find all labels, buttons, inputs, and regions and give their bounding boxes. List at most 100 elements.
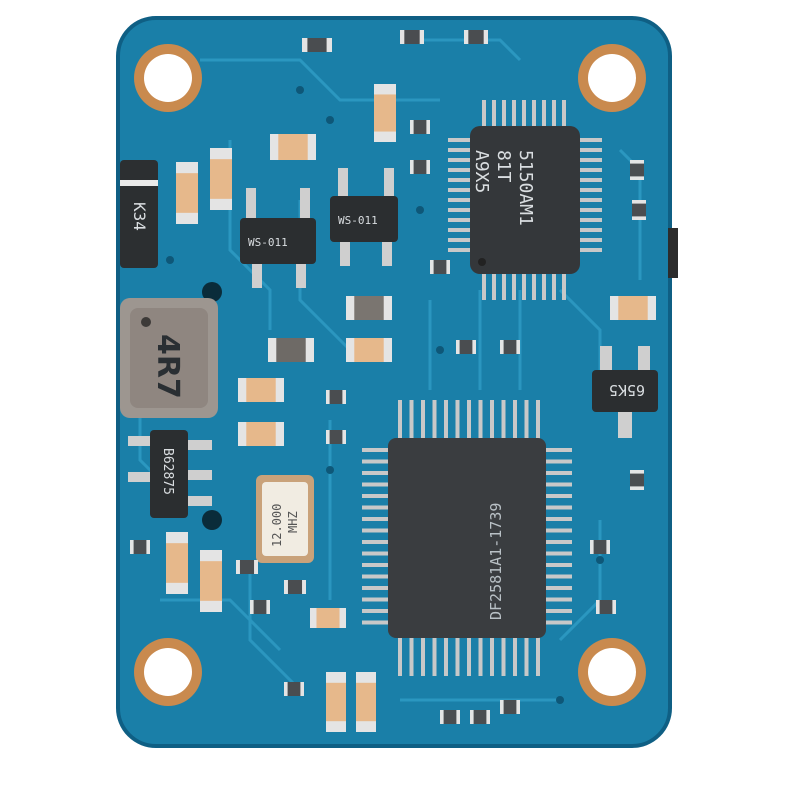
smd-part <box>470 710 490 724</box>
small-hole <box>202 510 222 530</box>
ic-pin <box>409 636 414 676</box>
ic-pin <box>478 400 483 440</box>
smd-part <box>410 160 430 174</box>
inductor-marking: 4R7 <box>150 334 185 399</box>
smd-part <box>250 600 270 614</box>
smd-part <box>430 260 450 274</box>
ic-pin <box>362 494 390 498</box>
smd-part <box>238 422 284 446</box>
smd-part <box>270 134 316 160</box>
smd-part <box>310 608 346 628</box>
ic-pin <box>362 609 390 613</box>
smd-part <box>590 540 610 554</box>
ic-pin <box>544 574 572 579</box>
ic-pin <box>421 400 425 440</box>
ic-pin <box>544 551 572 556</box>
ic-pin <box>455 400 460 440</box>
diode: K34 <box>120 160 158 268</box>
smd-part <box>346 338 392 362</box>
smd-part <box>284 580 306 594</box>
ic-pin <box>544 459 572 464</box>
small-hole <box>202 282 222 302</box>
ic-pin <box>362 551 390 556</box>
mounting-hole-bottom-left <box>134 638 202 706</box>
smd-part <box>166 532 188 594</box>
main-ic-chip: DF2581A1-1739 <box>362 400 572 676</box>
ic-pin <box>362 540 390 544</box>
ic-pin <box>544 609 572 613</box>
ic-pin <box>544 620 572 625</box>
ic-pin <box>536 400 540 440</box>
smd-part <box>500 700 520 714</box>
crystal-oscillator: 12.000 MHZ <box>256 475 314 563</box>
ic-pin <box>524 400 529 440</box>
ic-pin <box>362 597 390 602</box>
ic-pin <box>432 636 437 676</box>
ic-pin <box>513 636 517 676</box>
smd-part <box>400 30 424 44</box>
ic-pin <box>362 586 390 590</box>
smd-part <box>200 550 222 612</box>
ic-pin <box>544 471 572 475</box>
ic-pin <box>398 400 402 440</box>
smd-part <box>236 560 258 574</box>
ic-pin <box>455 636 460 676</box>
ic-pin <box>544 528 572 533</box>
ic-pin <box>524 636 529 676</box>
ic-pin <box>544 448 572 452</box>
smd-components <box>130 30 656 732</box>
smd-part <box>238 378 284 402</box>
diode-marking: K34 <box>130 202 149 231</box>
ic-pin <box>544 540 572 544</box>
smd-part <box>346 296 392 320</box>
smd-part <box>130 540 150 554</box>
ic-pin <box>421 636 425 676</box>
smd-part <box>374 84 396 142</box>
smd-part <box>456 340 476 354</box>
ic-pin <box>444 636 448 676</box>
inductor: 4R7 <box>120 298 218 418</box>
ic-pin <box>432 400 437 440</box>
mcu-marking-1: 5150AM1 <box>515 150 536 226</box>
ic-pin <box>409 400 414 440</box>
ic-pin <box>536 636 540 676</box>
ic-pin <box>398 636 402 676</box>
smd-part <box>176 162 198 224</box>
smd-part <box>356 672 376 732</box>
mounting-hole-bottom-right <box>578 638 646 706</box>
pcb-vias <box>166 86 604 704</box>
smd-part <box>632 200 646 220</box>
ic-pin <box>490 636 494 676</box>
ic-pin <box>544 517 572 521</box>
regulator-1-marking: WS-011 <box>248 236 288 249</box>
pcb-board-edge <box>116 16 672 748</box>
smd-part <box>500 340 520 354</box>
smd-part <box>410 120 430 134</box>
ic-pin <box>362 471 390 475</box>
crystal-marking-2: MHZ <box>286 511 300 533</box>
ic-pin <box>362 563 390 567</box>
ic-pin <box>362 620 390 625</box>
ic-pin <box>501 400 506 440</box>
smd-part <box>440 710 460 724</box>
smd-part <box>284 682 304 696</box>
mounting-hole-top-left <box>134 44 202 112</box>
ic-pin <box>467 400 471 440</box>
ic-pin <box>544 563 572 567</box>
side-connector <box>668 228 678 278</box>
smd-part <box>464 30 488 44</box>
sot-right: 65K5 <box>592 346 658 438</box>
ic-pin <box>362 517 390 521</box>
crystal-marking-1: 12.000 <box>270 504 284 547</box>
ic-pin <box>362 574 390 579</box>
smd-part <box>630 160 644 180</box>
ic-pin <box>362 448 390 452</box>
smd-part <box>326 390 346 404</box>
ic-pin <box>544 586 572 590</box>
sot-left: B62875 <box>128 430 212 518</box>
smd-part <box>610 296 656 320</box>
sot-right-marking: 65K5 <box>609 381 645 399</box>
ic-pin <box>478 636 483 676</box>
sot-left-marking: B62875 <box>160 448 175 495</box>
